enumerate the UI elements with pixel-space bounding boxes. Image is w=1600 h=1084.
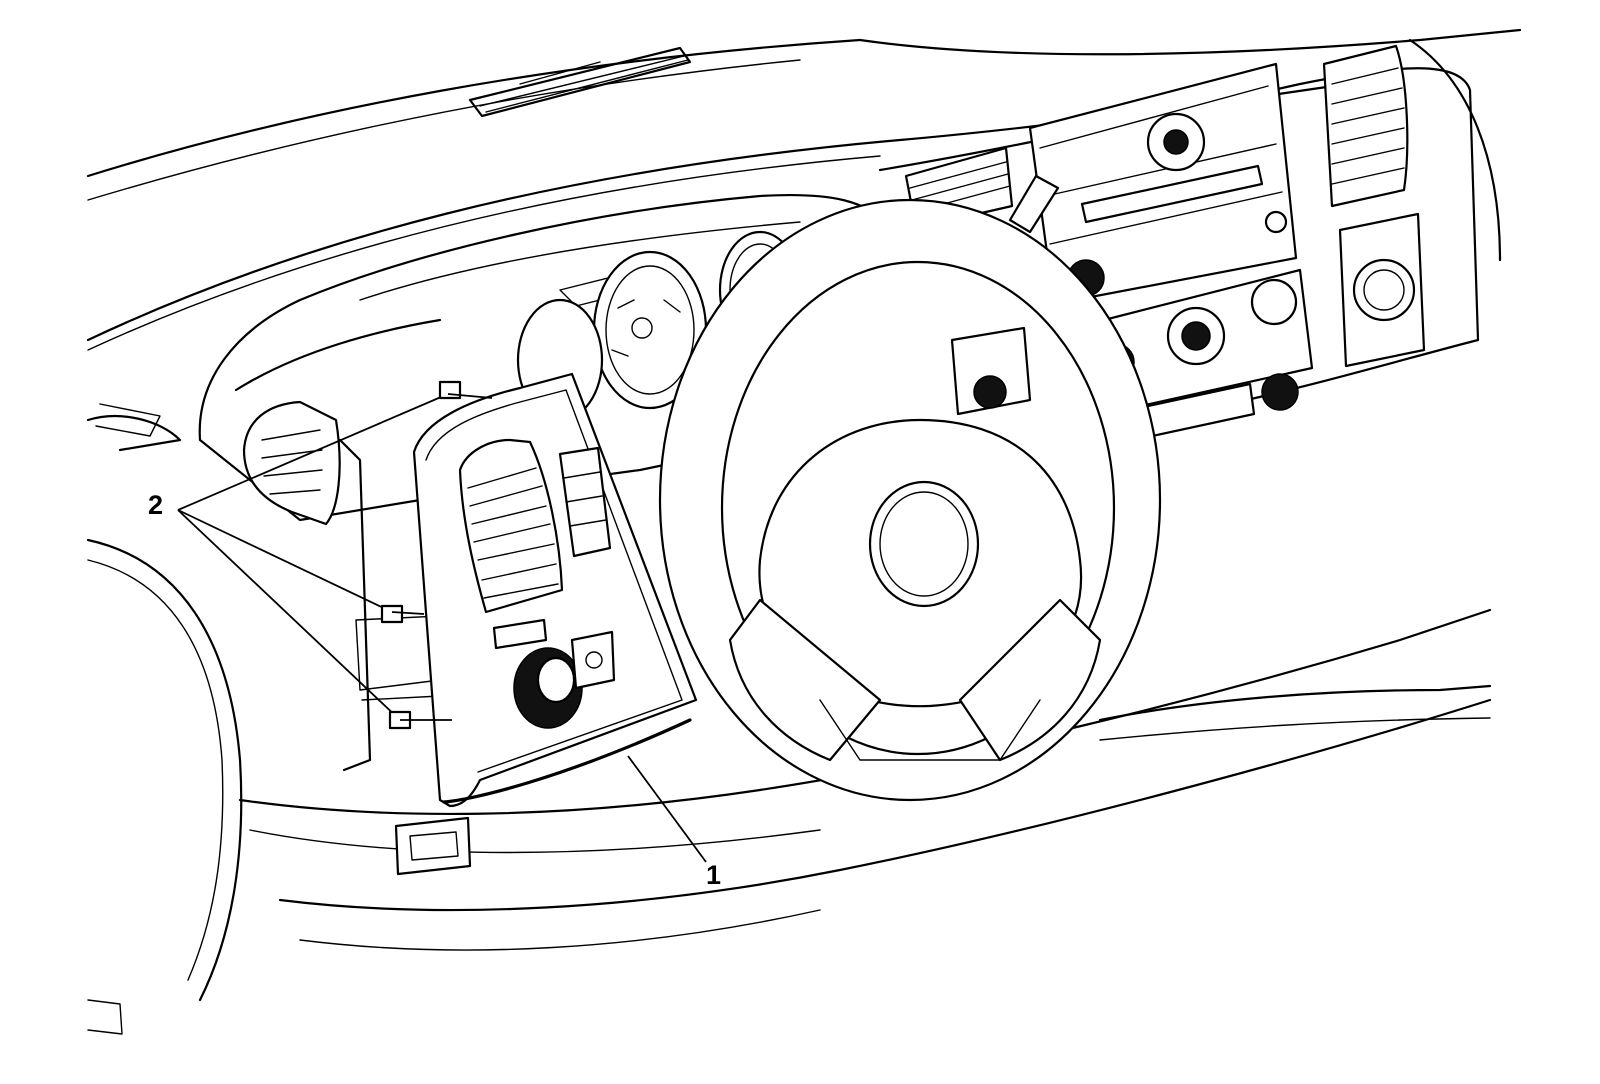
defroster-grille xyxy=(468,46,692,118)
right-vent xyxy=(1322,38,1502,368)
steering-wheel xyxy=(658,174,1162,802)
trim-bezel-part-1 xyxy=(412,372,698,808)
door-panel xyxy=(86,403,243,1035)
leader-2c xyxy=(177,509,401,721)
headlamp-switch xyxy=(394,816,472,876)
retainer-clip-middle xyxy=(380,604,404,624)
left-side-vent xyxy=(242,400,341,526)
upper-dash-outline xyxy=(86,28,1522,351)
callout-leaders xyxy=(177,393,707,863)
retainer-clips-part-2 xyxy=(380,380,493,730)
leader-2b xyxy=(177,509,393,613)
leader-2a xyxy=(177,393,449,511)
leader-1 xyxy=(627,755,707,863)
lower-dash xyxy=(238,608,1492,951)
callout-label-1: 1 xyxy=(706,860,721,890)
callout-label-2: 2 xyxy=(148,490,163,520)
